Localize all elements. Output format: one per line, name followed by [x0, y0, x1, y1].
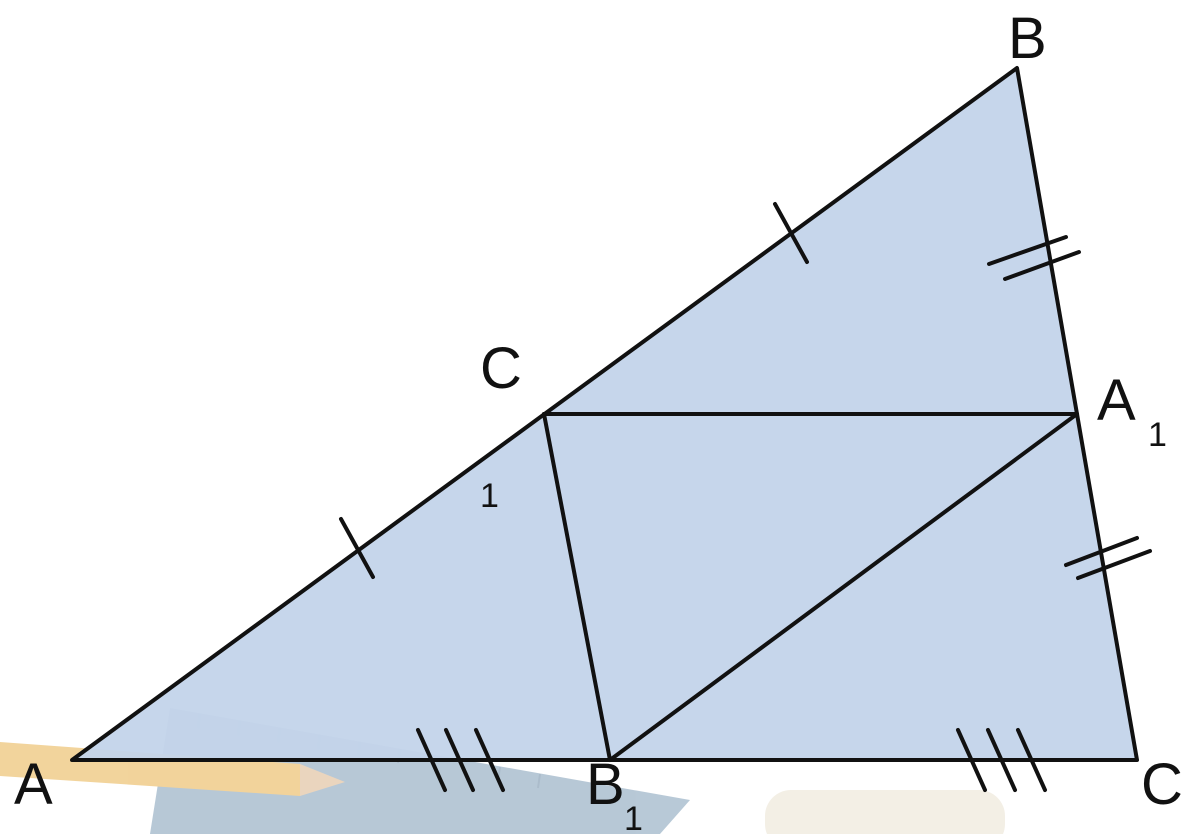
label-B1-sub: 1 — [624, 800, 643, 834]
label-C1-letter: C — [480, 336, 522, 401]
tick-AC-left-1 — [416, 728, 447, 792]
eraser — [765, 790, 1005, 839]
tick-AC-right-1 — [956, 728, 987, 792]
label-A: A — [14, 752, 53, 817]
tick-BC-upper-1 — [987, 235, 1068, 266]
segment-A1B1 — [608, 412, 1079, 762]
vertex-labels: A B C C 1 A 1 B 1 — [14, 6, 1183, 838]
midsegments — [542, 412, 1079, 762]
label-B1-letter: B — [586, 752, 625, 817]
segment-C1B1 — [542, 412, 612, 762]
label-A1-sub: 1 — [1148, 416, 1167, 454]
tick-BC-lower-1 — [1064, 536, 1139, 567]
label-A1-letter: A — [1097, 368, 1136, 433]
tick-AC-left-2 — [444, 728, 475, 792]
tick-AC-right-2 — [986, 728, 1017, 792]
tick-AB-lower — [339, 517, 375, 579]
pencil-tip — [300, 764, 345, 796]
tick-AC-left-3 — [474, 728, 505, 792]
label-C1-sub: 1 — [480, 477, 499, 515]
tick-AB-upper — [773, 202, 809, 264]
label-C: C — [1141, 752, 1183, 817]
tick-BC-upper-2 — [1003, 250, 1081, 281]
tick-BC-lower-2 — [1076, 549, 1152, 580]
label-B: B — [1008, 6, 1047, 71]
tick-AC-right-3 — [1016, 728, 1047, 792]
tick-marks — [339, 202, 1152, 792]
